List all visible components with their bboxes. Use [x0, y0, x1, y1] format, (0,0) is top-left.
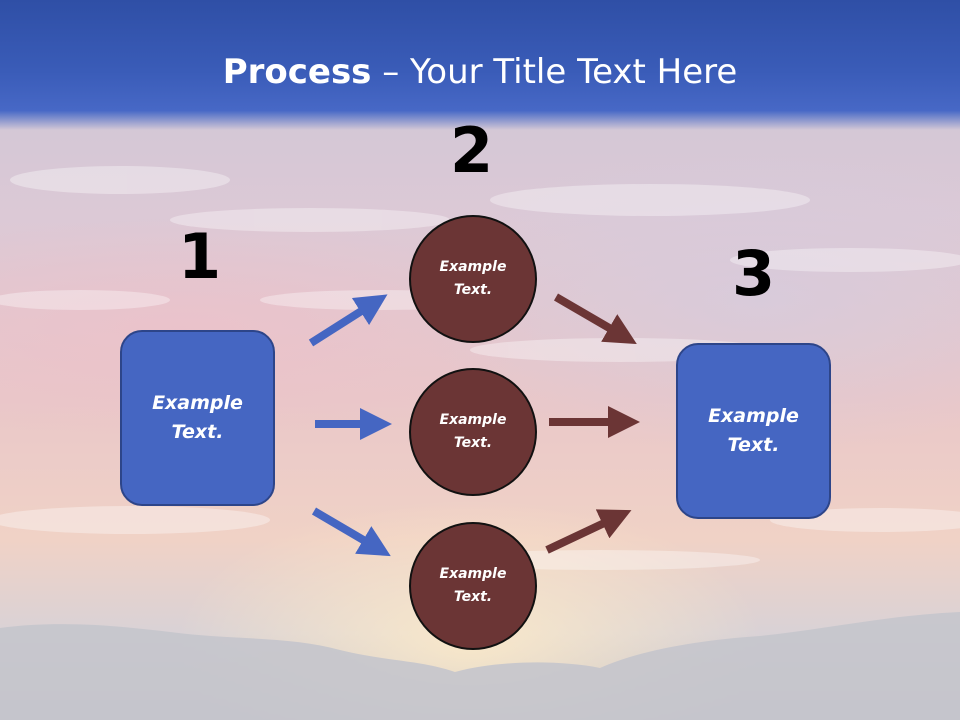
arrow-from-circle-bottom [545, 509, 632, 554]
circle-middle-text: Example Text. [439, 412, 507, 451]
arrow-to-circle-top [308, 294, 388, 347]
arrow-to-circle-bottom [311, 507, 391, 557]
title-banner [0, 0, 960, 130]
step-2-circle-middle: Example Text. [409, 368, 537, 496]
circle-bottom-text: Example Text. [439, 566, 507, 605]
slide-title: Process – Your Title Text Here [0, 52, 960, 92]
arrow-from-circle-top [553, 293, 637, 345]
step-2-circle-bottom: Example Text. [409, 522, 537, 650]
step-number-1: 1 [178, 220, 222, 293]
step-2-circle-top: Example Text. [409, 215, 537, 343]
step-number-2: 2 [450, 114, 494, 187]
step-3-box: Example Text. [676, 343, 831, 519]
step-1-box: Example Text. [120, 330, 275, 506]
circle-top-text: Example Text. [439, 259, 507, 298]
step-1-text: Example Text. [152, 392, 243, 443]
title-bold-part: Process [222, 52, 372, 92]
step-3-text: Example Text. [708, 405, 799, 456]
title-rest-part: – Your Title Text Here [371, 52, 738, 92]
step-number-3: 3 [732, 237, 776, 310]
